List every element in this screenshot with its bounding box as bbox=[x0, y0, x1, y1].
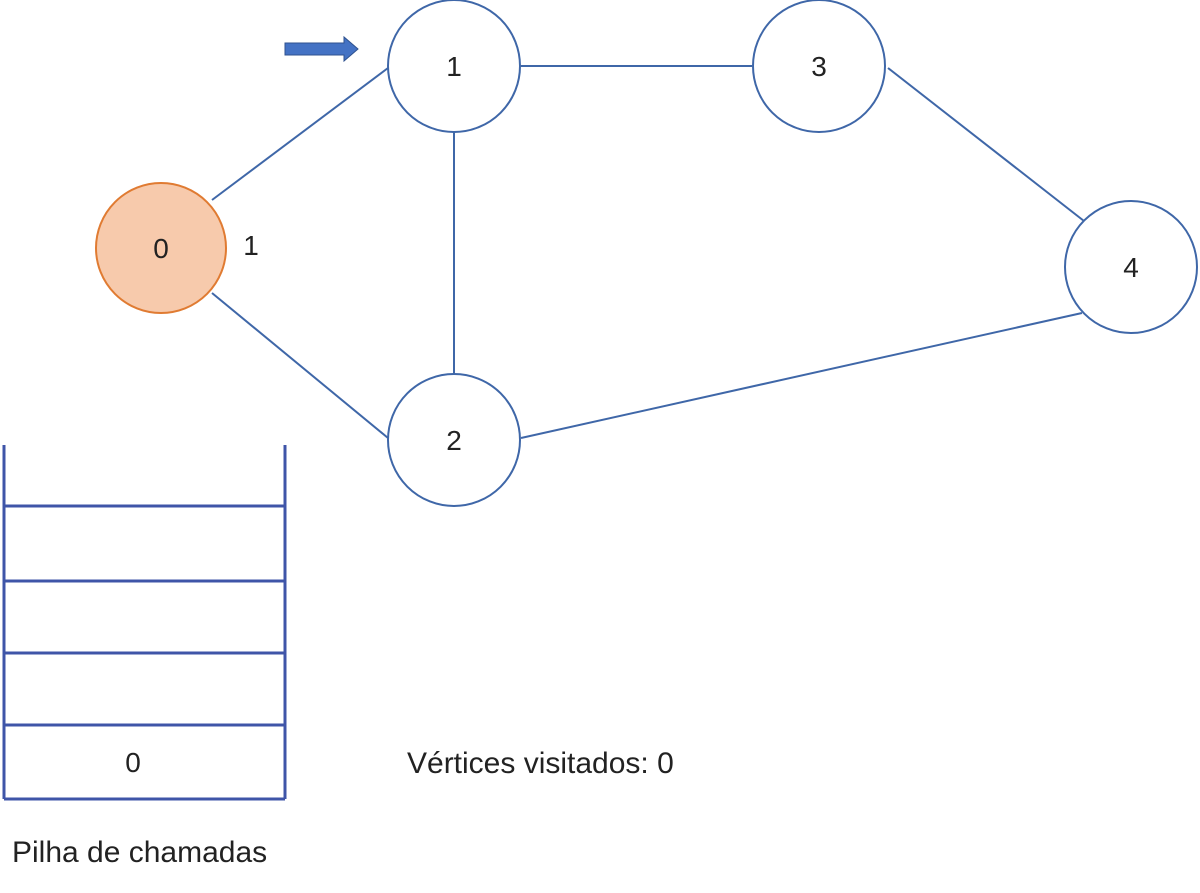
graph-node-0: 0 bbox=[95, 182, 227, 314]
stack-slot-5: 0 bbox=[125, 747, 141, 778]
node-4-label: 4 bbox=[1123, 252, 1139, 283]
visited-vertices: Vértices visitados: 0 bbox=[407, 747, 674, 780]
right-arrow-icon bbox=[284, 35, 359, 63]
edge-0-1 bbox=[211, 67, 389, 201]
graph-nodes: 0 1 2 3 4 bbox=[95, 0, 1198, 507]
node-3-label: 3 bbox=[811, 51, 827, 82]
call-stack: 0 bbox=[2, 445, 287, 801]
next-neighbor-label: 1 bbox=[243, 230, 259, 261]
node-4-circle bbox=[1064, 200, 1198, 334]
node-1-circle bbox=[387, 0, 521, 133]
graph-node-3: 3 bbox=[752, 0, 886, 133]
node-1-label: 1 bbox=[446, 51, 462, 82]
node-3-circle bbox=[752, 0, 886, 133]
edge-2-4 bbox=[520, 312, 1083, 439]
node-0-label: 0 bbox=[153, 233, 169, 264]
stack-title: Pilha de chamadas bbox=[12, 836, 267, 869]
graph-node-4: 4 bbox=[1064, 200, 1198, 334]
edge-0-2 bbox=[211, 292, 389, 439]
graph-edges bbox=[211, 65, 1085, 439]
graph-node-2: 2 bbox=[387, 373, 521, 507]
node-0-circle bbox=[95, 182, 227, 314]
edge-3-4 bbox=[887, 67, 1085, 222]
node-2-label: 2 bbox=[446, 425, 462, 456]
graph-node-1: 1 bbox=[387, 0, 521, 133]
node-2-circle bbox=[387, 373, 521, 507]
